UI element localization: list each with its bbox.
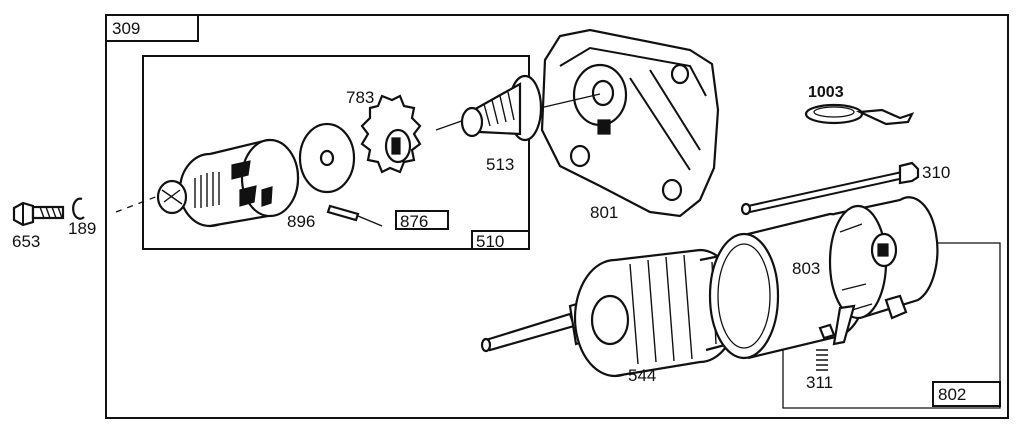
- drive-clutch: [156, 138, 300, 228]
- drive-kit-box-510: 510 876: [142, 55, 530, 251]
- through-bolt-310: 310: [740, 161, 950, 216]
- callout-513: 513: [486, 155, 514, 174]
- callout-801: 801: [590, 203, 618, 222]
- callout-876: 876: [400, 212, 428, 231]
- lock-washer-189: 189: [68, 197, 96, 238]
- end-cap: [818, 196, 939, 346]
- spring-retainer-513: 513: [460, 74, 543, 174]
- flat-washer: [298, 122, 356, 194]
- pinion-gear-783: 783: [346, 88, 422, 174]
- callout-309: 309: [112, 19, 140, 38]
- screw-653: 653: [12, 201, 65, 251]
- drive-housing-801: 801: [539, 28, 720, 222]
- roll-pin-896: 896: [287, 204, 383, 231]
- callout-544: 544: [628, 366, 656, 385]
- callout-802: 802: [938, 385, 966, 404]
- assembly-box-309: 309: [105, 14, 1009, 419]
- callout-783: 783: [346, 88, 374, 107]
- callout-803: 803: [792, 259, 820, 278]
- brush-spring-311: 311: [806, 349, 833, 392]
- callout-1003: 1003: [808, 84, 844, 101]
- callout-310: 310: [922, 163, 950, 182]
- end-cap-box-802: 802: [782, 242, 1001, 409]
- callout-896: 896: [287, 212, 315, 231]
- callout-189: 189: [68, 219, 96, 238]
- thrust-washer-1003: 1003: [804, 84, 915, 126]
- callout-653: 653: [12, 232, 40, 251]
- callout-510: 510: [476, 232, 504, 251]
- callout-311: 311: [806, 373, 833, 392]
- armature-544: 544: [480, 248, 746, 385]
